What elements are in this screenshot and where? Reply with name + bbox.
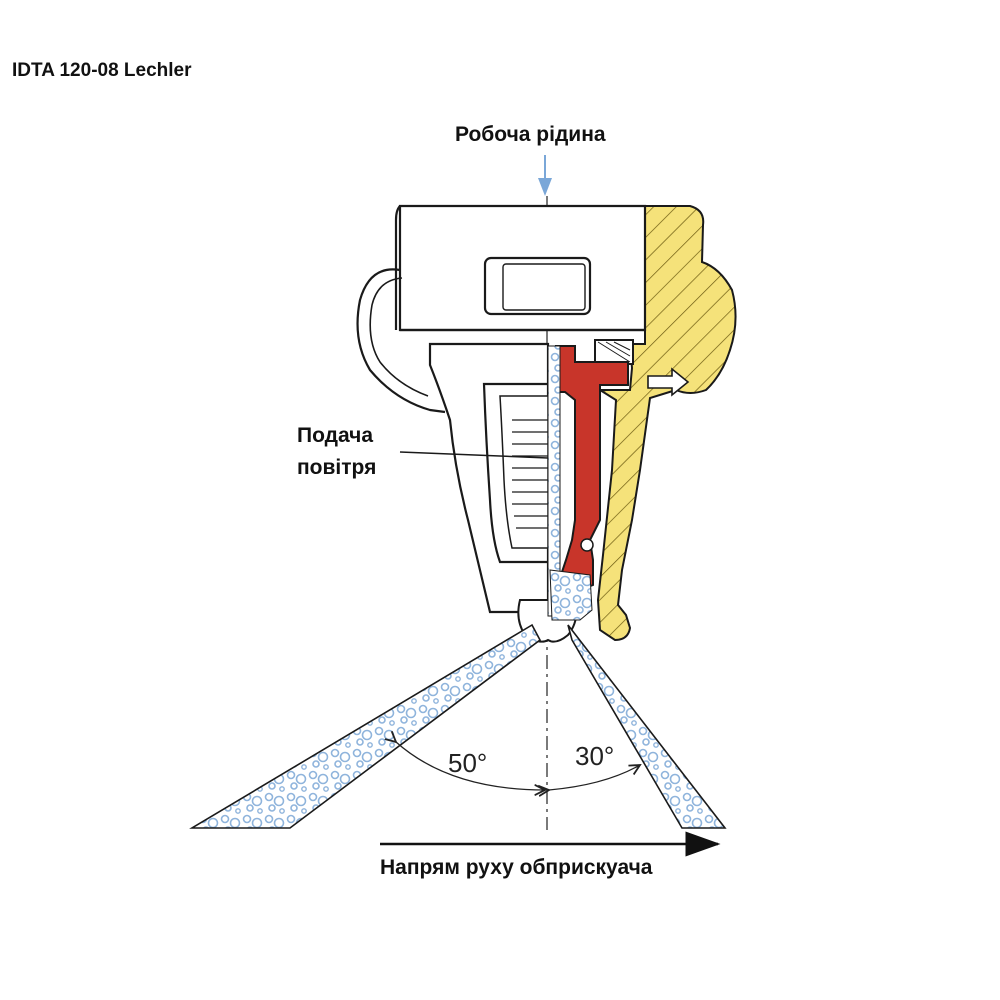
rear-angle-value: 50° — [448, 748, 487, 778]
air-supply-label-line1: Подача — [297, 424, 374, 447]
fluid-inlet-arrow — [538, 155, 552, 196]
air-supply-pointer — [399, 451, 549, 459]
diagram-title: IDTA 120-08 Lechler — [12, 60, 192, 81]
air-supply-label-line2: повітря — [297, 456, 377, 479]
outlet-arrow — [647, 367, 690, 397]
front-angle-arc — [549, 765, 640, 790]
front-angle-value: 30° — [575, 741, 614, 771]
injector-insert — [555, 345, 629, 594]
o-ring — [580, 538, 594, 552]
direction-label: Напрям руху обприскуача — [380, 856, 653, 879]
front-spray-fan — [567, 624, 727, 829]
housing-cross-section — [596, 205, 737, 642]
working-fluid-label: Робоча рідина — [455, 123, 606, 146]
nozzle-body — [356, 204, 647, 643]
rear-spray-fan — [189, 623, 542, 829]
air-supply-label: Подача повітря — [297, 420, 376, 484]
rear-angle-arc — [396, 742, 545, 790]
outlet-chamber — [549, 569, 593, 621]
